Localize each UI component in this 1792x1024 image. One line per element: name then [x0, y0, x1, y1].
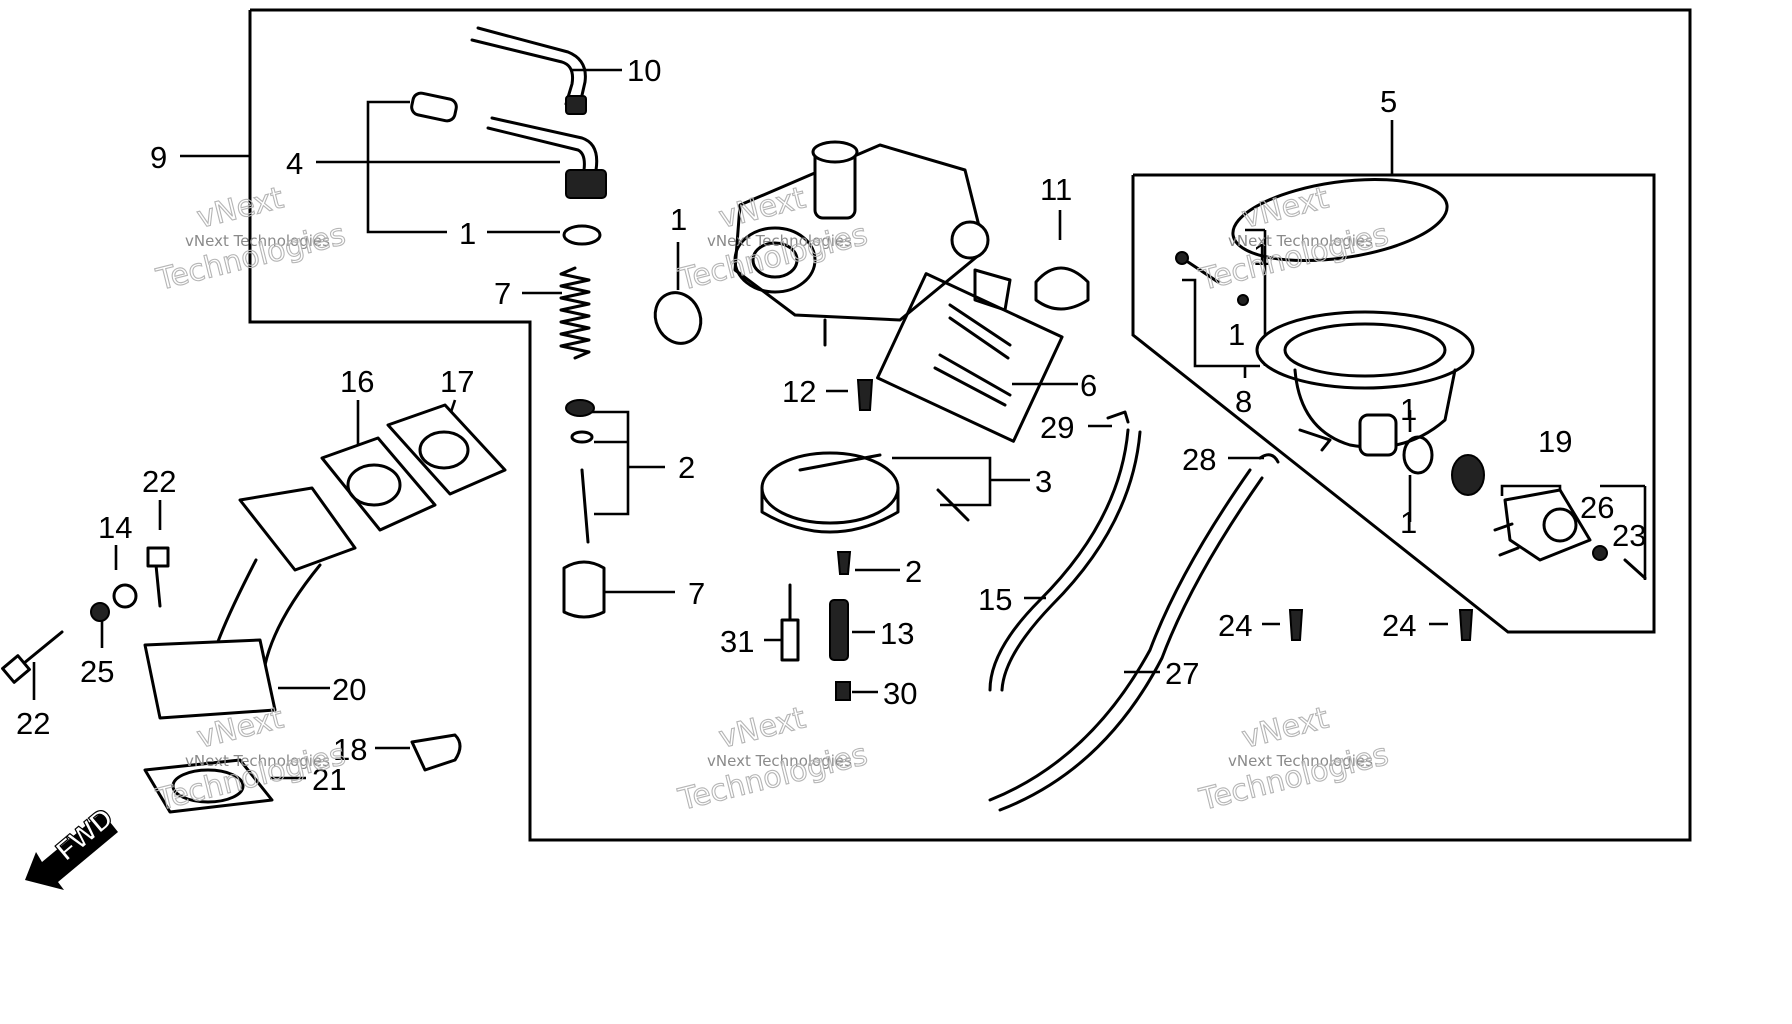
svg-text:vNext Technologies: vNext Technologies — [707, 752, 852, 770]
carburetor-assembly-frame — [248, 8, 1692, 842]
float-chamber-gasket-part — [1231, 177, 1449, 263]
callout-11: 11 — [1040, 172, 1072, 207]
svg-text:vNext Technologies: vNext Technologies — [1228, 752, 1373, 770]
drain-tube-part — [988, 468, 1264, 812]
callout-19: 19 — [1538, 424, 1572, 459]
bolt-part — [154, 563, 162, 608]
callout-14: 14 — [98, 510, 132, 545]
callout-7-lower: 7 — [688, 576, 705, 611]
callout-23: 23 — [1612, 518, 1646, 553]
callout-24-right: 24 — [1382, 608, 1416, 643]
callout-4: 4 — [286, 146, 303, 181]
sleeve-part — [562, 560, 606, 619]
vent-tube-part — [988, 428, 1142, 692]
watermark-top-right: vNext vNext Technologies Technologies — [1195, 180, 1393, 299]
svg-text:vNext: vNext — [1238, 181, 1332, 236]
assembly-frames — [180, 8, 1692, 842]
callout-2: 2 — [678, 450, 695, 485]
callout-18: 18 — [333, 732, 367, 767]
watermark-bottom-right: vNext vNext Technologies Technologies — [1195, 700, 1393, 819]
callout-31: 31 — [720, 624, 754, 659]
spring-part — [559, 266, 591, 360]
watermark-bottom-center: vNext vNext Technologies Technologies — [674, 700, 872, 819]
svg-text:Technologies: Technologies — [1195, 217, 1391, 298]
callout-29: 29 — [1040, 410, 1074, 445]
float-chamber-part — [1255, 310, 1475, 457]
callout-28: 28 — [1182, 442, 1216, 477]
callout-21: 21 — [312, 762, 346, 797]
float-chamber-subassembly-frame — [1131, 173, 1656, 634]
callout-24-left: 24 — [1218, 608, 1252, 643]
fuel-pipe-part — [486, 116, 599, 172]
svg-text:vNext Technologies: vNext Technologies — [185, 232, 330, 250]
callout-22-upper: 22 — [142, 464, 176, 499]
callout-1: 1 — [459, 216, 476, 251]
callout-27: 27 — [1165, 656, 1199, 691]
callout-26: 26 — [1580, 490, 1614, 525]
float-part — [760, 451, 900, 534]
callout-labels: 10 9 4 1 7 2 7 1 11 12 6 29 3 2 13 31 30… — [16, 53, 1646, 797]
callout-1-ring: 1 — [670, 202, 687, 237]
callout-22-lower: 22 — [16, 706, 50, 741]
callout-6: 6 — [1080, 368, 1097, 403]
svg-text:vNext: vNext — [1238, 701, 1332, 756]
manifold-gasket-part — [143, 758, 274, 814]
callout-17: 17 — [440, 364, 474, 399]
air-vent-tube-part — [470, 26, 587, 106]
svg-text:Technologies: Technologies — [152, 737, 348, 818]
intake-manifold-part — [143, 486, 357, 720]
svg-text:Technologies: Technologies — [674, 737, 870, 818]
svg-text:vNext: vNext — [193, 181, 287, 236]
callout-5: 5 — [1380, 84, 1397, 119]
clamp-part — [410, 733, 462, 772]
carburetor-body-part — [733, 140, 1012, 347]
callout-10: 10 — [627, 53, 661, 88]
insulator-gasket-part — [320, 436, 437, 532]
callout-8: 8 — [1235, 384, 1252, 419]
callout-15: 15 — [978, 582, 1012, 617]
svg-text:Technologies: Technologies — [1195, 737, 1391, 818]
callout-25: 25 — [80, 654, 114, 689]
svg-text:vNext Technologies: vNext Technologies — [1228, 232, 1373, 250]
callout-2-lower: 2 — [905, 554, 922, 589]
drain-cock-part — [1493, 488, 1592, 562]
o-ring-part — [562, 224, 602, 246]
callout-1-lower: 1 — [1400, 505, 1417, 540]
callout-7: 7 — [494, 276, 511, 311]
callout-13: 13 — [880, 616, 914, 651]
svg-text:vNext: vNext — [715, 701, 809, 756]
callout-30: 30 — [883, 676, 917, 711]
callout-1-oring: 1 — [1400, 392, 1417, 427]
callout-16: 16 — [340, 364, 374, 399]
callout-9: 9 — [150, 140, 167, 175]
forward-direction-marker: FWD — [25, 801, 119, 890]
cap-part — [1034, 266, 1090, 311]
parts — [1, 26, 1647, 814]
callout-1-gasket: 1 — [1253, 237, 1270, 272]
callout-12: 12 — [782, 374, 816, 409]
callout-20: 20 — [332, 672, 366, 707]
svg-text:vNext Technologies: vNext Technologies — [185, 752, 330, 770]
carburetor-gasket-part — [386, 403, 507, 496]
svg-text:vNext Technologies: vNext Technologies — [707, 232, 852, 250]
callout-1-screw: 1 — [1228, 317, 1245, 352]
callout-3: 3 — [1035, 464, 1052, 499]
